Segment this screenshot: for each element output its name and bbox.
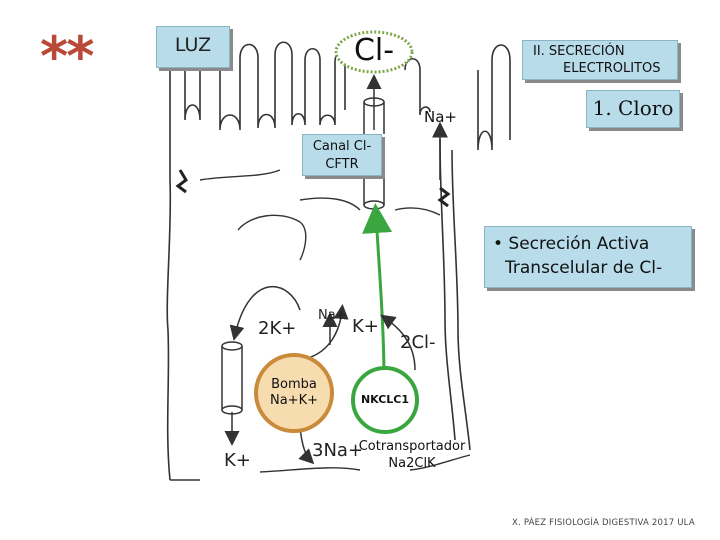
tight-junction-left [175, 169, 188, 194]
cl-ion-ring [334, 30, 414, 74]
pump-label-line1: Bomba [271, 377, 317, 392]
marker-asterisks: ** [40, 25, 95, 88]
pump-label: Bomba Na+K+ [263, 353, 325, 433]
channel-label-line1: Canal Cl- [312, 139, 372, 154]
k-recycle-arrow [229, 286, 301, 341]
section-title-line2: ELECTROLITOS [563, 61, 661, 76]
cotransporter-label-line1: Cotransportador [358, 439, 466, 454]
na-k-pump [254, 353, 334, 433]
label-k-out: K+ [224, 450, 251, 471]
channel-label-line2: CFTR [325, 157, 359, 172]
tight-junction-right [437, 186, 451, 208]
bullet-line2: Transcelular de Cl- [505, 258, 663, 278]
label-k-in: K+ [352, 316, 379, 337]
label-na-small: Na+ [318, 308, 347, 323]
green-pathway-arrow [362, 203, 393, 381]
cl-ion-label: Cl- [353, 33, 395, 68]
cftr-channel-lower [363, 175, 385, 210]
label-3na: 3Na+ [312, 440, 364, 461]
label-2k: 2K+ [258, 318, 297, 339]
pump-label-line2: Na+K+ [269, 393, 318, 408]
footer-credit: X. PÁEZ FISIOLOGÍA DIGESTIVA 2017 ULA [512, 518, 695, 528]
bullet-box: • Secreción Activa Transcelular de Cl- [484, 226, 692, 288]
cotransporter-label: Cotransportador Na2ClK [352, 438, 472, 472]
cotransporter-label-line2: Na2ClK [388, 456, 436, 471]
nkcc1-cotransporter [351, 366, 419, 434]
basolateral-membrane [237, 214, 307, 261]
na-ion-label: Na+ [424, 108, 457, 126]
cell-inner-border [199, 169, 441, 216]
lumen-label: LUZ [156, 26, 230, 68]
k-channel [221, 341, 243, 446]
section-title: II. SECRECIÓN ELECTROLITOS [522, 40, 678, 80]
cftr-channel-top [363, 74, 385, 134]
subtitle-box: 1. Cloro [586, 90, 680, 128]
cell-right-border-2 [451, 149, 471, 451]
channel-label: Canal Cl- CFTR [302, 134, 382, 176]
cell-bottom [170, 454, 471, 481]
nkcc1-label: NKCLC1 [360, 393, 410, 406]
cl-in-arrow [380, 314, 416, 371]
section-title-line1: II. SECRECIÓN [533, 44, 625, 59]
bullet-line1: • Secreción Activa [493, 234, 650, 254]
cell-left-border [166, 70, 172, 481]
label-2cl: 2Cl- [400, 332, 436, 353]
